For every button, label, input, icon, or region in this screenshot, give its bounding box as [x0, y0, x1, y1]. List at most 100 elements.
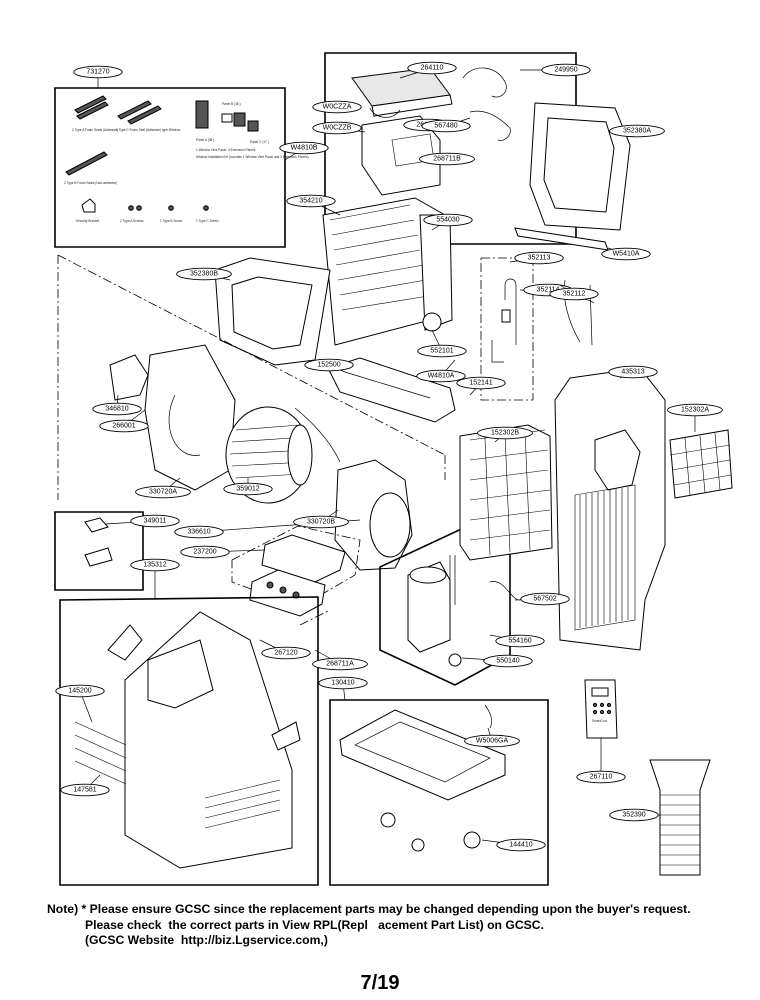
callout-oval [549, 287, 599, 301]
callout-145200: 145200 [55, 684, 105, 723]
callout-237200: 237200 [180, 545, 266, 559]
compressor [407, 561, 451, 653]
callout-w0c22a: W0CZZA [312, 100, 362, 114]
callout-label: 330720B [307, 519, 335, 526]
callout-oval [312, 121, 362, 135]
callout-249950: 249950 [520, 63, 591, 77]
callout-label: 152500 [317, 362, 340, 369]
callout-oval [609, 124, 665, 138]
callout-label: 145200 [68, 688, 91, 695]
note-line-2: Please check the correct parts in View R… [85, 917, 544, 932]
callout-152302a: 152302A [667, 403, 723, 432]
callout-268711a: 268711A [312, 649, 368, 671]
exhaust-hose [649, 759, 711, 876]
callout-label: 554030 [436, 217, 459, 224]
callout-label: 567502 [533, 596, 556, 603]
callout-w0c22b: W0CZZB [312, 121, 366, 135]
callout-label: 352380A [623, 128, 651, 135]
callout-label: 352390 [622, 812, 645, 819]
callout-label: 554160 [508, 638, 531, 645]
callout-oval [223, 482, 273, 496]
callout-352390: 352390 [609, 808, 660, 822]
blower-assembly [109, 344, 413, 571]
foam-seal-strips [65, 95, 162, 176]
accessory-kit-frame [54, 87, 286, 248]
kit-caption: 2 Type A Foam Seals (Adhesive) [72, 128, 118, 132]
rear-case [554, 367, 666, 651]
callout-152500: 152500 [304, 358, 354, 373]
callout-label: 267120 [274, 650, 297, 657]
kit-hardware [81, 198, 209, 213]
window-panels [195, 100, 259, 132]
callout-oval [407, 61, 457, 75]
evaporator-assembly [322, 197, 453, 346]
callout-oval [73, 65, 123, 79]
kit-caption: Panel A (38 ) [196, 138, 214, 142]
fan-housing-a [144, 344, 236, 491]
service-note: Note) * Please ensure GCSC since the rep… [47, 902, 757, 949]
kit-caption: 1 Type C Foam Seal (Adhesive) type Windo… [116, 128, 181, 132]
base-pan [339, 709, 506, 801]
callout-oval [477, 426, 533, 440]
callout-label: 237200 [193, 549, 216, 556]
front-case-frame [59, 596, 319, 886]
kit-caption: Panel B (38 ) [222, 102, 241, 106]
callout-oval [541, 63, 591, 77]
callout-264110: 264110 [399, 61, 457, 79]
callout-oval [304, 358, 354, 372]
base-pan-group [329, 699, 549, 886]
exploded-parts-diagram: 2 Type A Foam Seals (Adhesive) 1 Type C … [54, 52, 733, 886]
callout-label: 330720A [149, 489, 177, 496]
callout-152302b: 152302B [477, 426, 533, 443]
air-grille-frame [214, 257, 331, 366]
filter-152302a [669, 429, 733, 499]
callout-w4810b: W4810B [279, 141, 329, 161]
callout-label: 349011 [144, 518, 167, 525]
callout-label: 152302A [681, 407, 709, 414]
callout-oval [421, 119, 471, 133]
callout-oval [135, 485, 191, 499]
callout-oval [496, 838, 546, 852]
callout-oval [286, 194, 336, 208]
callout-oval [312, 657, 368, 671]
bracket-box [54, 511, 144, 591]
callout-label: 352380B [190, 271, 218, 278]
callout-oval [174, 525, 224, 539]
kit-caption: 1 Type B Screw [160, 219, 183, 223]
callout-567502: 567502 [514, 592, 570, 606]
kit-caption: Panel C (17 ) [250, 140, 269, 144]
callout-552101: 552101 [417, 329, 467, 358]
callout-oval [279, 141, 329, 155]
front-case-group [59, 596, 319, 886]
callout-label: W5410A [613, 251, 640, 258]
callout-oval [318, 676, 368, 690]
callout-label: W0CZZA [323, 104, 352, 111]
callout-label: 268711B [433, 156, 461, 163]
callout-label: 152141 [469, 380, 492, 387]
callout-731270: 731270 [73, 65, 123, 88]
callout-144410: 144410 [481, 838, 546, 852]
callout-354210: 354210 [286, 194, 341, 216]
callout-label: 352113 [528, 255, 551, 262]
callout-oval [130, 558, 180, 572]
callout-oval [609, 808, 659, 822]
callout-346810: 346810 [92, 394, 142, 416]
callout-352112: 352112 [549, 284, 599, 301]
callout-152141: 152141 [456, 376, 506, 396]
callout-oval [55, 684, 105, 698]
callout-label: W4810A [428, 373, 455, 380]
callout-352380a: 352380A [609, 124, 665, 138]
kit-caption: Security Bracket [76, 219, 99, 223]
callout-label: 354210 [299, 198, 322, 205]
base-pan-frame [329, 699, 549, 886]
callout-label: 130410 [331, 680, 354, 687]
callout-352380b: 352380B [176, 267, 232, 281]
callout-label: 359012 [236, 486, 259, 493]
callout-oval [312, 100, 362, 114]
callout-oval [99, 419, 149, 433]
callout-oval [293, 515, 349, 529]
callout-label: 352114 [537, 287, 560, 294]
callout-oval [180, 545, 230, 559]
callout-label: 346810 [105, 406, 128, 413]
callout-oval [608, 365, 658, 379]
